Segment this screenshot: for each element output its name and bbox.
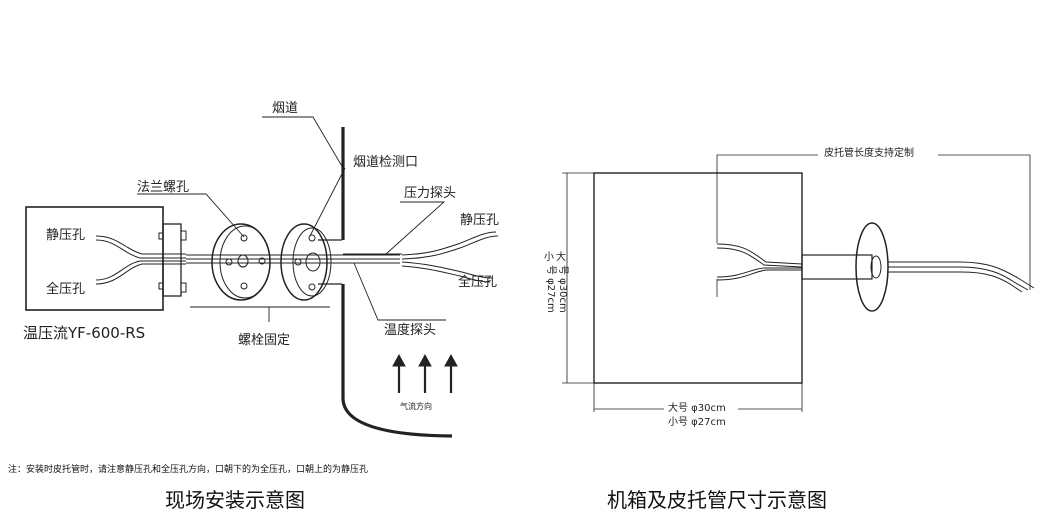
- leader-flue: [262, 116, 344, 169]
- chassis-box: [593, 172, 803, 384]
- pitot-tube-end: [888, 266, 1029, 291]
- pitot-tube-end: [888, 271, 1023, 293]
- dim-pitot-line: [716, 154, 818, 243]
- label-small-vertical-prefix: 小: [544, 252, 554, 263]
- caption-dimensions: 机箱及皮托管尺寸示意图: [607, 488, 827, 512]
- label-model: 温压流YF-600-RS: [23, 324, 146, 342]
- probe-flange-disc-edge: [219, 225, 271, 299]
- port-flange-center: [305, 252, 321, 272]
- label-pitot-length: 皮托管长度支持定制: [824, 148, 914, 159]
- box-flange-bolt: [180, 230, 187, 241]
- probe-flange-hole: [240, 234, 248, 242]
- label-pressure-probe: 压力探头: [404, 186, 457, 201]
- arrow-up-icon: [392, 353, 406, 393]
- pitot-flange-center: [870, 255, 882, 279]
- label-small-horizontal: 小号 φ27cm: [668, 417, 726, 428]
- label-airflow: 气流方向: [400, 402, 432, 411]
- label-big-horizontal: 大号 φ30cm: [668, 403, 726, 414]
- port-flange-disc-edge: [292, 227, 332, 297]
- label-total-right: 全压孔: [458, 275, 498, 290]
- label-flange-hole: 法兰螺孔: [137, 180, 190, 195]
- label-flue: 烟道: [272, 101, 299, 116]
- caption-installation: 现场安装示意图: [165, 488, 305, 512]
- leader-pressure-probe: [385, 201, 446, 255]
- flue-wall: [341, 284, 453, 438]
- box-flange: [162, 223, 182, 297]
- probe-flange-hole: [258, 257, 266, 265]
- label-total-left: 全压孔: [46, 282, 86, 297]
- right-hose-lower: [716, 267, 802, 278]
- total-hose-outer: [401, 261, 493, 279]
- pitot-holder: [801, 254, 873, 280]
- label-static-left: 静压孔: [46, 228, 86, 243]
- install-note: 注：安装时皮托管时，请注意静压孔和全压孔方向，口朝下的为全压孔，口朝上的为静压孔: [8, 465, 369, 475]
- label-static-right: 静压孔: [460, 213, 500, 228]
- right-hose-lower: [716, 269, 802, 281]
- label-small-vertical-rest-wrap: 号 φ27cm: [545, 265, 603, 313]
- right-hose-upper: [716, 247, 803, 268]
- label-temp-probe: 温度探头: [384, 323, 437, 338]
- leader-flange-hole: [137, 193, 245, 238]
- static-hose-outer: [401, 235, 499, 260]
- total-hose-outer: [401, 265, 491, 283]
- static-hose-inner: [95, 235, 186, 255]
- port-neck: [318, 239, 342, 285]
- static-hose-inner: [95, 239, 186, 259]
- port-flange-hole: [294, 258, 302, 266]
- label-small-vertical-rest: 号 φ27cm: [545, 265, 556, 313]
- label-small-vertical: 小 号 φ27cm: [543, 252, 556, 313]
- total-hose-inner: [95, 263, 186, 285]
- label-bolt-fix: 螺栓固定: [238, 333, 291, 348]
- leader-flue-port: [309, 167, 346, 237]
- port-flange-disc: [280, 223, 328, 301]
- port-flange-hole: [308, 283, 316, 291]
- label-big-vertical: 大 号 φ30cm: [555, 252, 568, 313]
- right-hose-upper: [716, 243, 803, 265]
- label-big-vertical-prefix: 大: [556, 252, 566, 263]
- label-flue-port: 烟道检测口: [353, 155, 419, 170]
- probe-flange-center: [237, 254, 249, 268]
- total-hose-inner: [95, 260, 186, 281]
- arrow-up-icon: [444, 353, 458, 393]
- probe-flange-hole: [225, 258, 233, 266]
- arrow-up-icon: [418, 353, 432, 393]
- port-flange-hole: [308, 234, 316, 242]
- probe-flange-hole: [240, 282, 248, 290]
- pitot-tube-end: [888, 261, 1035, 289]
- box-flange-bolt: [158, 232, 164, 240]
- box-flange-bolt: [180, 282, 187, 293]
- box-flange-bolt: [158, 282, 164, 290]
- leader-temp-probe: [353, 262, 446, 321]
- static-hose-outer: [401, 231, 497, 256]
